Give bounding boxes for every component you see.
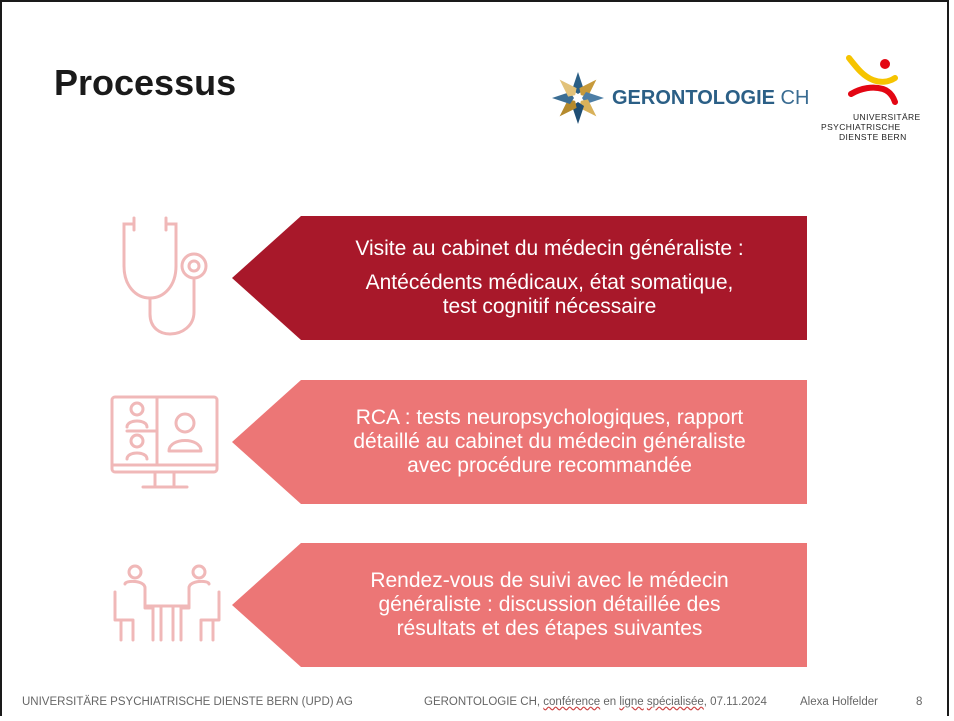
upd-logo: UNIVERSITÄRE PSYCHIATRISCHE DIENSTE BERN (817, 54, 927, 164)
slide-title: Processus (54, 62, 237, 103)
step-2-line-1: RCA : tests neuropsychologiques, rapport (355, 406, 744, 429)
stethoscope-icon (122, 216, 208, 336)
step-2-arrow: RCA : tests neuropsychologiques, rapport… (232, 380, 807, 504)
footer-organization: UNIVERSITÄRE PSYCHIATRISCHE DIENSTE BERN… (22, 696, 353, 708)
gerontologie-star-icon (552, 72, 604, 124)
step-3-arrow: Rendez-vous de suivi avec le médecin gén… (232, 543, 807, 667)
step-2-line-3: avec procédure recommandée (407, 454, 692, 477)
video-call-icon (110, 395, 219, 489)
step-3-line-1: Rendez-vous de suivi avec le médecin (370, 569, 729, 592)
page-number: 8 (916, 696, 923, 708)
step-3-line-2: généraliste : discussion détaillée des (378, 593, 721, 616)
upd-wordmark: UNIVERSITÄRE PSYCHIATRISCHE DIENSTE BERN (821, 112, 921, 142)
gerontologie-logo: GERONTOLOGIE CH (550, 70, 809, 134)
footer-author: Alexa Holfelder (800, 696, 878, 708)
step-1-line-3: test cognitif nécessaire (442, 295, 657, 318)
step-1-line-2: Antécédents médicaux, état somatique, (365, 271, 734, 294)
gerontologie-wordmark: GERONTOLOGIE CH (612, 87, 810, 109)
meeting-icon (113, 564, 221, 642)
step-1-heading: Visite au cabinet du médecin généraliste… (355, 237, 744, 260)
upd-figure-icon (846, 55, 898, 105)
step-1-arrow: Visite au cabinet du médecin généraliste… (232, 216, 807, 340)
step-2-line-2: détaillé au cabinet du médecin généralis… (353, 430, 746, 453)
footer-event: GERONTOLOGIE CH, conférence en ligne spé… (424, 696, 767, 708)
step-3-line-3: résultats et des étapes suivantes (396, 617, 703, 640)
